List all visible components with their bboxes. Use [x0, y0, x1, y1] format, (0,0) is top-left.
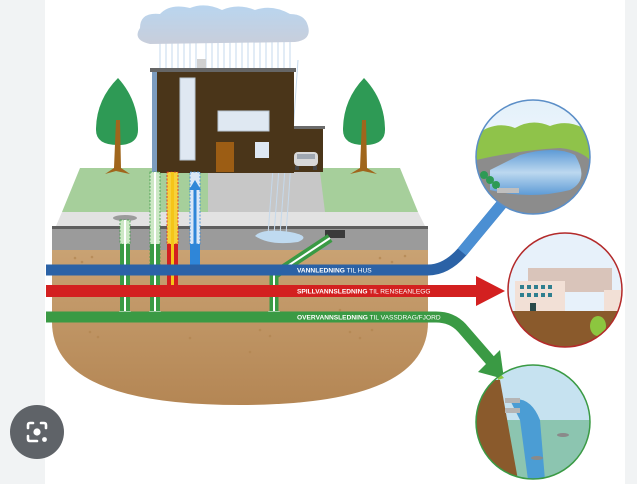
- tall-window: [179, 77, 196, 161]
- pipe-storm: [46, 311, 504, 379]
- label-storm-pipe: OVERVANNSLEDNING TIL VASSDRAG/FJORD: [297, 315, 441, 322]
- wide-window: [217, 110, 270, 132]
- house: [150, 59, 325, 173]
- right-panel: [625, 0, 637, 484]
- pipe-sewage: [46, 276, 505, 306]
- treatment-plant-circle: [507, 232, 623, 348]
- small-window: [255, 142, 269, 158]
- google-lens-button[interactable]: [10, 405, 64, 459]
- google-lens-icon: [26, 421, 48, 443]
- downspout: [152, 72, 157, 172]
- chimney: [197, 59, 206, 69]
- left-panel: [0, 0, 45, 484]
- fjord-circle: [475, 364, 591, 480]
- door: [216, 142, 234, 172]
- car: [294, 152, 318, 170]
- rain-cloud: [137, 5, 309, 236]
- sidewalk: [56, 212, 425, 226]
- road: [52, 226, 428, 250]
- tree-right: [343, 78, 385, 174]
- label-sewage-pipe: SPILLVANNSLEDNING TIL RENSEANLEGG: [297, 289, 431, 296]
- paved-driveway: [208, 172, 325, 212]
- label-water-pipe: VANNLEDNING TIL HUS: [297, 268, 372, 275]
- tree-left: [96, 78, 138, 174]
- lake-circle: [475, 99, 591, 215]
